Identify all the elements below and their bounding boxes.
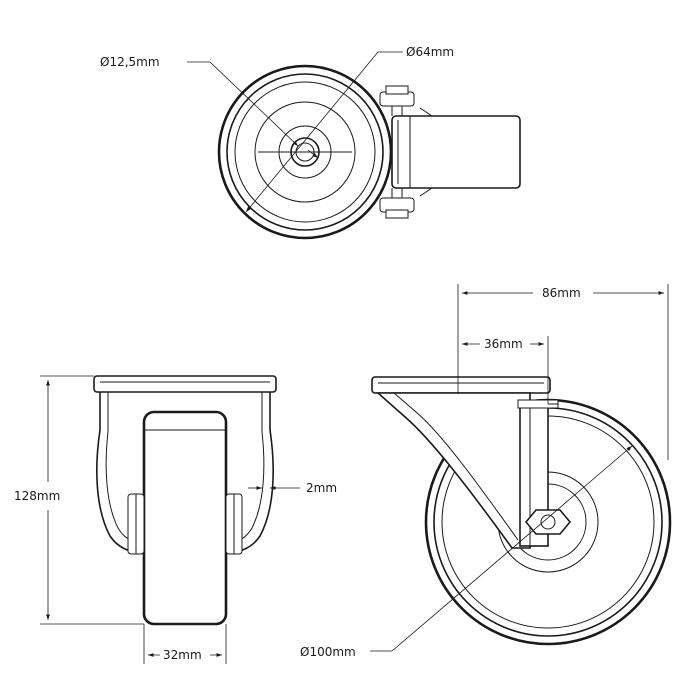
top-view-dimensions: Ø12,5mm Ø64mm [100, 45, 454, 213]
side-view [371, 376, 672, 646]
side-view-dimensions: 86mm 36mm Ø100mm [300, 284, 669, 659]
side-view-mounting-plate [371, 376, 551, 394]
hub-diameter-label: Ø64mm [406, 45, 454, 59]
front-view-wheel [142, 410, 228, 626]
top-view-bolt-bottom [379, 187, 433, 219]
top-view [217, 64, 521, 240]
side-view-axle-nut [524, 509, 572, 535]
top-view-hub [254, 101, 356, 203]
total-height-label: 128mm [14, 489, 60, 503]
mount-offset-label: 86mm [542, 286, 581, 300]
bore-diameter-label: Ø12,5mm [100, 55, 160, 69]
top-view-fork-body [391, 115, 521, 189]
plate-offset-label: 36mm [484, 337, 523, 351]
clearance-label: 2mm [306, 481, 337, 495]
wheel-width-label: 32mm [163, 648, 202, 662]
side-view-fork [375, 392, 531, 549]
top-view-bolt-top [379, 85, 433, 117]
wheel-diameter-label: Ø100mm [300, 645, 356, 659]
front-view-dimensions: 128mm 2mm 32mm [14, 375, 337, 664]
front-view-mounting-plate [93, 375, 277, 393]
front-view [93, 375, 277, 626]
